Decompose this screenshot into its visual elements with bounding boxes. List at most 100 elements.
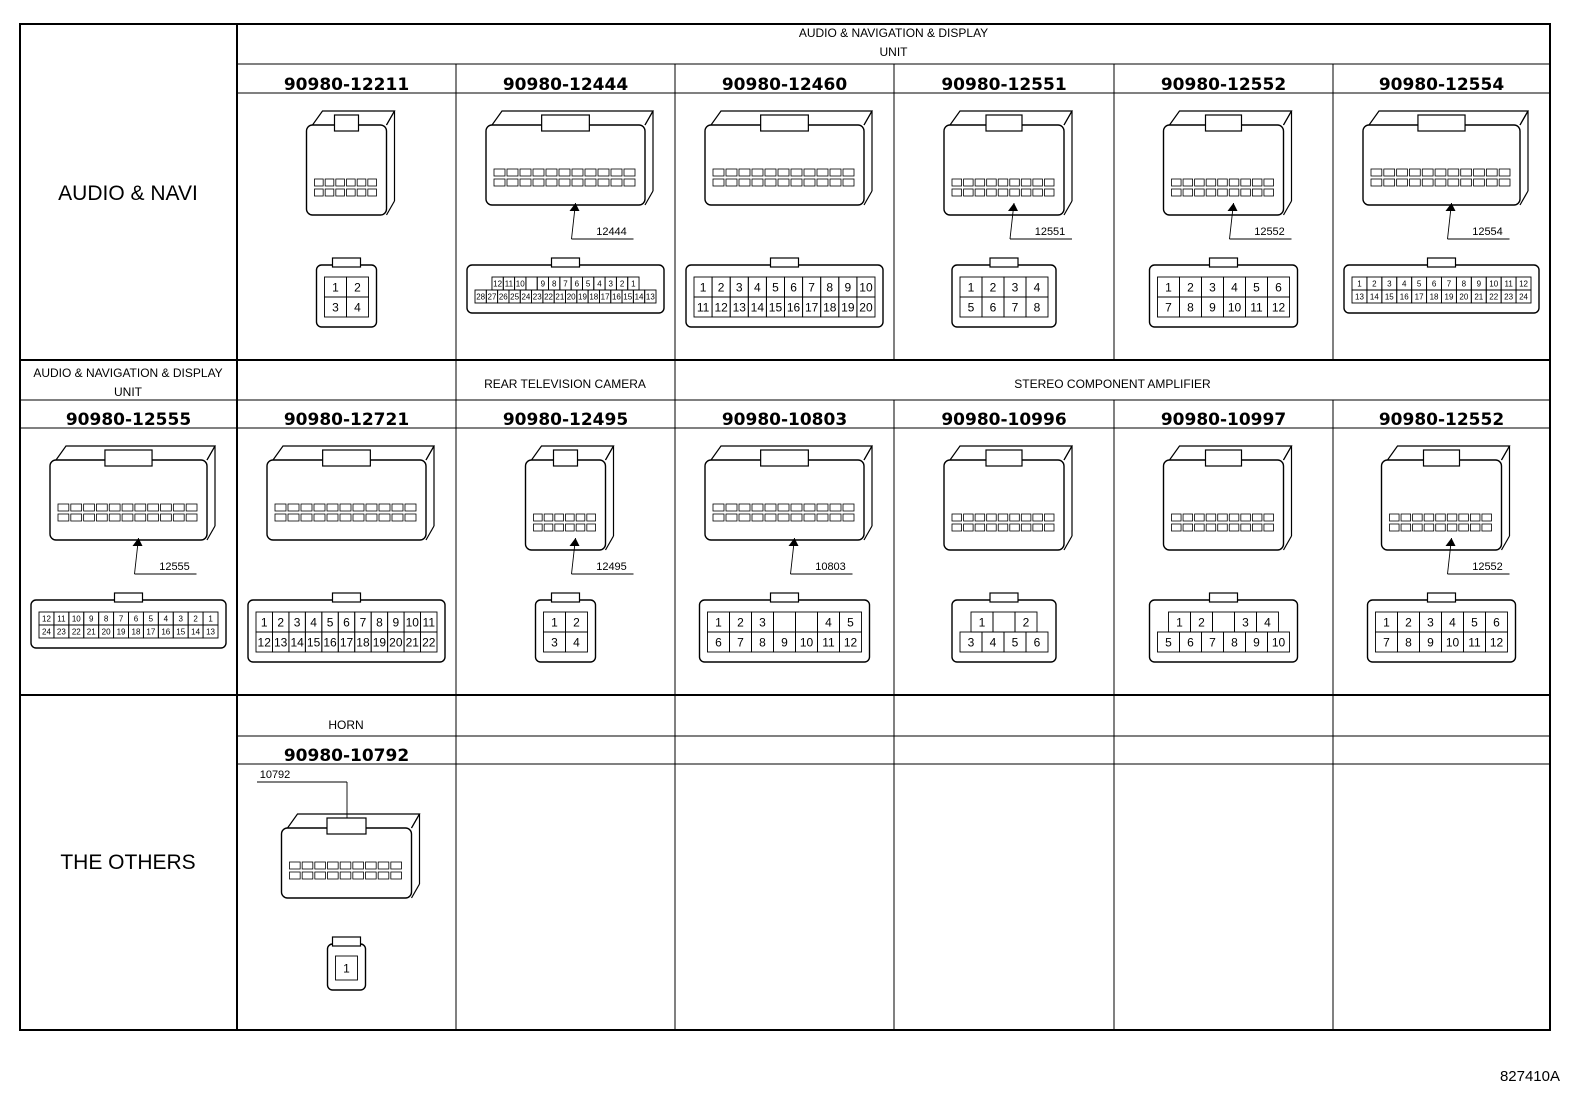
pin-number: 8 (826, 281, 833, 295)
connector-cavity (172, 513, 185, 522)
connector-cavity (1205, 188, 1217, 197)
connector-cavity (565, 513, 575, 522)
group-header-g5: HORN (328, 718, 363, 732)
callout-arrowhead (788, 538, 799, 546)
connector-cavity (986, 188, 997, 197)
connector-cavity (842, 513, 855, 522)
part-number: 90980-12555 (66, 410, 191, 430)
connector-cavity (1423, 513, 1435, 522)
pin-cell (335, 955, 358, 981)
connector-latch (1204, 114, 1243, 132)
connector-cavity (1171, 513, 1182, 522)
connector-cavity (764, 168, 777, 177)
connector-cavity (1473, 178, 1485, 187)
connector-cavity (1435, 523, 1446, 532)
pin-cell (1025, 631, 1049, 653)
part-number: 90980-10803 (722, 410, 847, 430)
callout-arrowhead (569, 538, 580, 546)
connector-edge (1063, 200, 1073, 216)
pin-face-lock (331, 257, 362, 268)
connector-cavity (185, 513, 198, 522)
connector-cavity (803, 513, 816, 522)
connector-edge (1500, 535, 1511, 551)
connector-cavity (1446, 513, 1458, 522)
group-header-g1-line2: UNIT (880, 45, 909, 59)
connector-edge (410, 813, 421, 829)
connector-cavity (1263, 513, 1274, 522)
connector-cavity (963, 523, 974, 532)
connector-cavity (1228, 523, 1240, 532)
pin-number: 19 (373, 636, 387, 650)
pin-number: 7 (737, 636, 744, 650)
pin-number: 3 (736, 281, 743, 295)
group-header-g4: STEREO COMPONENT AMPLIFIER (1014, 377, 1211, 391)
pin-number: 1 (1176, 616, 1183, 630)
connector-cavity (1171, 523, 1182, 532)
pin-number: 6 (343, 616, 350, 630)
connector-cavity (1481, 523, 1492, 532)
connector-housing (1380, 459, 1503, 551)
connector-cavity (367, 178, 377, 187)
connector-cavity (1240, 513, 1251, 522)
connector-cavity (1044, 513, 1055, 522)
callout-code: 12555 (159, 561, 190, 573)
connector-cavity (1044, 523, 1055, 532)
part-number: 90980-12552 (1379, 410, 1504, 430)
connector-cavity (1383, 168, 1396, 177)
row-label-the-others: THE OTHERS (60, 851, 195, 874)
connector-cavity (974, 188, 986, 197)
pin-cell (565, 631, 588, 653)
connector-cavity (506, 178, 519, 187)
pin-cell (1267, 296, 1290, 318)
connector-cavity (1171, 178, 1182, 187)
pin-number: 3 (1427, 616, 1434, 630)
connector-cavity (842, 168, 855, 177)
pin-number: 4 (310, 616, 317, 630)
connector-cavity (575, 513, 586, 522)
pin-number: 17 (1415, 293, 1424, 302)
connector-cavity (1263, 188, 1274, 197)
pin-number: 3 (1209, 281, 1216, 295)
connector-cavity (725, 178, 738, 187)
connector-cavity (1370, 168, 1383, 177)
pin-number: 3 (1387, 280, 1392, 289)
connector-cavity (1032, 188, 1043, 197)
connector-cavity (493, 168, 506, 177)
pin-number: 5 (327, 616, 334, 630)
pin-number: 5 (968, 301, 975, 315)
connector-cavity (377, 871, 390, 880)
pin-number: 7 (808, 281, 815, 295)
connector-cavity (1446, 523, 1458, 532)
connector-latch (1422, 449, 1461, 467)
pin-number: 3 (1012, 281, 1019, 295)
pin-number: 18 (132, 628, 141, 637)
connector-cavity (1217, 188, 1228, 197)
connector-cavity (1182, 188, 1194, 197)
connector-cavity (751, 513, 764, 522)
pin-number: 21 (406, 636, 420, 650)
pin-number: 8 (104, 615, 109, 624)
connector-cavity (725, 513, 738, 522)
pin-number: 12 (1490, 636, 1504, 650)
part-number: 90980-12444 (503, 75, 629, 95)
connector-edge (1519, 190, 1529, 206)
connector-cavity (777, 513, 790, 522)
connector-cavity (324, 178, 335, 187)
pin-number: 1 (979, 616, 986, 630)
connector-cavity (134, 503, 147, 512)
pin-number: 8 (1034, 301, 1041, 315)
pin-number: 1 (208, 615, 213, 624)
pin-face-housing (466, 264, 665, 314)
pin-number: 22 (544, 293, 553, 302)
pin-face-housing (247, 599, 446, 663)
pin-number: 19 (841, 301, 855, 315)
connector-cavity (1240, 178, 1251, 187)
connector-cavity (378, 503, 391, 512)
pin-number: 11 (1250, 301, 1263, 315)
part-number: 90980-12552 (1161, 75, 1286, 95)
part-number: 90980-10792 (284, 746, 409, 766)
pin-number: 27 (488, 293, 497, 302)
pin-number: 15 (176, 628, 185, 637)
